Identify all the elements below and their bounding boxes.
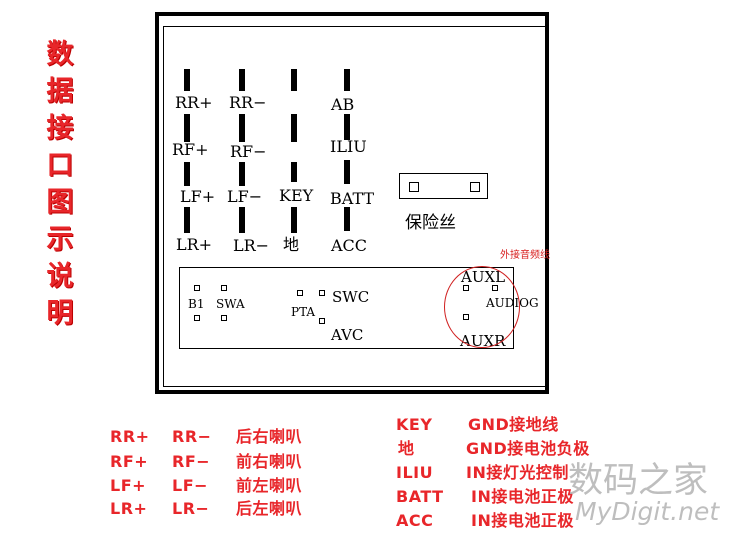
side-title-char: 示 bbox=[46, 224, 74, 255]
legend-item: LF+ bbox=[110, 476, 147, 495]
side-title-char: 接 bbox=[46, 113, 74, 144]
side-title-char: 数 bbox=[46, 39, 74, 70]
pin-label-b1: B1 bbox=[188, 297, 205, 311]
pin-bar bbox=[291, 207, 297, 233]
pin-label-swa: SWA bbox=[216, 297, 245, 311]
pin-hole bbox=[297, 290, 303, 296]
side-title-char: 图 bbox=[46, 187, 74, 218]
pin-label-ab: AB bbox=[331, 95, 355, 114]
legend-item: KEY bbox=[396, 415, 433, 434]
watermark-cn: 数码之家 bbox=[568, 461, 709, 501]
watermark-en: MyDigit.net bbox=[575, 497, 720, 526]
pin-hole bbox=[194, 315, 200, 321]
legend-item: IN接电池正极 bbox=[471, 487, 574, 506]
connector-inner-frame bbox=[163, 26, 546, 387]
pin-label-ground: 地 bbox=[283, 235, 300, 254]
legend-item: BATT bbox=[396, 487, 444, 506]
side-title-char: 据 bbox=[46, 76, 74, 107]
legend-item: ILIU bbox=[396, 463, 434, 482]
pin-label-lr-plus: LR+ bbox=[176, 235, 213, 254]
legend-item: 后右喇叭 bbox=[236, 427, 303, 446]
legend-item: 地 bbox=[398, 439, 415, 458]
legend-item: 前左喇叭 bbox=[236, 476, 303, 495]
pin-label-rf-minus: RF− bbox=[230, 142, 267, 161]
pin-bar bbox=[184, 162, 190, 186]
pin-bar bbox=[239, 69, 245, 91]
pin-label-pta: PTA bbox=[291, 305, 316, 319]
pin-bar bbox=[344, 69, 350, 91]
side-title-char: 说 bbox=[46, 261, 74, 292]
pin-hole bbox=[221, 315, 227, 321]
pin-label-iliu: ILIU bbox=[330, 137, 367, 156]
pin-hole bbox=[319, 290, 325, 296]
legend-item: GND接电池负极 bbox=[466, 439, 590, 458]
pin-label-lf-minus: LF− bbox=[227, 187, 263, 206]
pin-hole bbox=[194, 285, 200, 291]
pin-bar bbox=[239, 114, 245, 142]
pin-label-batt: BATT bbox=[330, 189, 375, 208]
pin-label-lf-plus: LF+ bbox=[180, 187, 216, 206]
pin-bar bbox=[291, 162, 297, 182]
legend-item: RR+ bbox=[110, 427, 150, 446]
pin-bar bbox=[344, 114, 350, 140]
fuse-box bbox=[399, 173, 488, 199]
pin-label-rf-plus: RF+ bbox=[172, 140, 209, 159]
pin-label-avc: AVC bbox=[331, 326, 364, 344]
legend-item: 前右喇叭 bbox=[236, 452, 303, 471]
pin-hole bbox=[221, 285, 227, 291]
pin-bar bbox=[239, 207, 245, 233]
pin-bar bbox=[291, 114, 297, 142]
side-title: 数 据 接 口 图 示 说 明 bbox=[42, 36, 78, 332]
legend-item: LF− bbox=[172, 476, 209, 495]
legend-item: LR+ bbox=[110, 499, 148, 518]
pin-bar bbox=[184, 207, 190, 233]
pin-label-rr-minus: RR− bbox=[229, 93, 267, 112]
pin-bar bbox=[184, 114, 190, 142]
pin-label-key: KEY bbox=[279, 186, 314, 205]
pin-bar bbox=[291, 69, 297, 91]
legend-item: RF− bbox=[172, 452, 211, 471]
legend-item: LR− bbox=[172, 499, 210, 518]
pin-label-acc: ACC bbox=[331, 236, 368, 255]
legend-item: IN接灯光控制 bbox=[466, 463, 569, 482]
side-title-char: 口 bbox=[46, 150, 74, 181]
pin-bar bbox=[344, 160, 350, 184]
pin-bar bbox=[184, 69, 190, 91]
pin-label-lr-minus: LR− bbox=[233, 236, 270, 255]
legend-item: 后左喇叭 bbox=[236, 499, 303, 518]
legend-item: RF+ bbox=[110, 452, 149, 471]
pin-bar bbox=[344, 207, 350, 231]
pin-hole bbox=[319, 318, 325, 324]
pin-label-rr-plus: RR+ bbox=[175, 93, 213, 112]
aux-highlight-circle bbox=[444, 266, 520, 348]
pin-bar bbox=[239, 162, 245, 186]
legend-item: IN接电池正极 bbox=[471, 511, 574, 530]
side-title-char: 明 bbox=[46, 298, 74, 329]
aux-note: 外接音频线 bbox=[500, 250, 550, 261]
fuse-contact bbox=[470, 182, 480, 192]
pin-label-swc: SWC bbox=[332, 288, 370, 306]
fuse-label: 保险丝 bbox=[405, 213, 456, 233]
legend-item: ACC bbox=[396, 511, 434, 530]
legend-item: RR− bbox=[172, 427, 212, 446]
legend-item: GND接地线 bbox=[468, 415, 559, 434]
fuse-contact bbox=[409, 182, 419, 192]
